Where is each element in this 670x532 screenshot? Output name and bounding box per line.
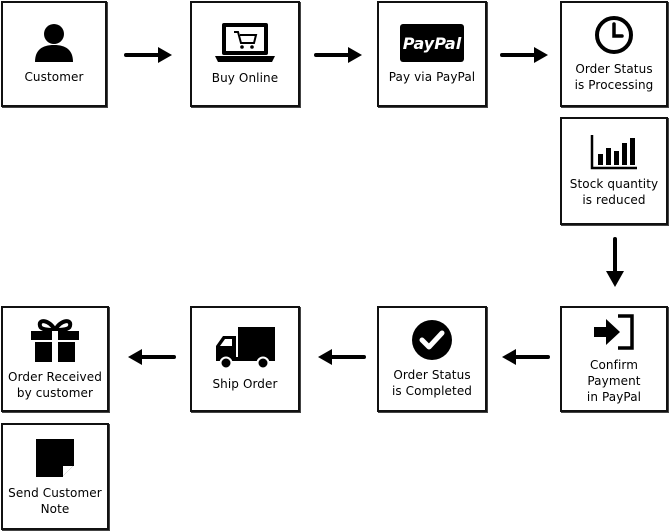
stock-reduced-node: Stock quantity is reduced bbox=[560, 117, 668, 225]
arrow-buy-online-to-paypal bbox=[314, 47, 362, 63]
arrow-completed-to-ship bbox=[318, 349, 366, 365]
paypal-logo-icon: PayPal bbox=[400, 24, 464, 62]
laptop-cart-icon bbox=[215, 23, 275, 62]
arrow-stock-to-confirm-payment bbox=[606, 237, 624, 287]
pay-via-paypal-label: Pay via PayPal bbox=[388, 70, 476, 84]
ship-order-node: Ship Order bbox=[190, 306, 300, 412]
order-completed-label: Order Status is Completed bbox=[391, 368, 473, 398]
order-processing-node: Order Status is Processing bbox=[560, 1, 668, 107]
user-icon bbox=[35, 24, 73, 62]
gift-icon bbox=[31, 319, 79, 362]
clock-icon bbox=[595, 16, 633, 54]
ship-order-label: Ship Order bbox=[212, 377, 278, 391]
pay-via-paypal-node: PayPal Pay via PayPal bbox=[377, 1, 487, 107]
order-received-node: Order Received by customer bbox=[1, 306, 109, 412]
arrow-ship-to-received bbox=[128, 349, 176, 365]
order-completed-node: Order Status is Completed bbox=[377, 306, 487, 412]
confirm-payment-label: Confirm Payment in PayPal bbox=[586, 358, 642, 404]
buy-online-node: Buy Online bbox=[190, 1, 300, 107]
arrow-paypal-to-processing bbox=[500, 47, 548, 63]
sign-in-icon bbox=[594, 314, 634, 350]
arrow-customer-to-buy-online bbox=[124, 47, 172, 63]
arrow-confirm-to-completed bbox=[502, 349, 550, 365]
paypal-logo-text: PayPal bbox=[403, 34, 462, 53]
check-circle-icon bbox=[412, 320, 452, 360]
truck-icon bbox=[216, 327, 275, 370]
customer-node: Customer bbox=[1, 1, 107, 107]
buy-online-label: Buy Online bbox=[211, 71, 279, 85]
send-note-node: Send Customer Note bbox=[1, 423, 109, 530]
order-processing-label: Order Status is Processing bbox=[574, 62, 654, 92]
confirm-payment-node: Confirm Payment in PayPal bbox=[560, 306, 668, 412]
bar-chart-icon bbox=[590, 135, 637, 170]
send-note-label: Send Customer Note bbox=[8, 485, 102, 516]
order-received-label: Order Received by customer bbox=[8, 370, 102, 400]
note-icon bbox=[36, 438, 74, 477]
customer-label: Customer bbox=[24, 70, 84, 84]
stock-reduced-label: Stock quantity is reduced bbox=[569, 177, 659, 207]
